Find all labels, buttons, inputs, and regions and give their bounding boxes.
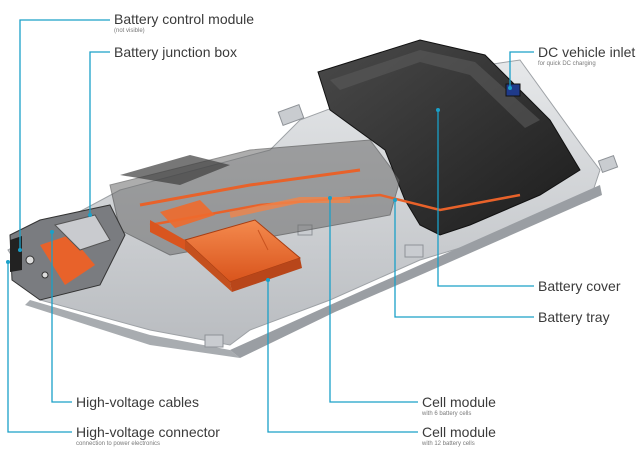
leader-cell-module-12	[267, 280, 418, 433]
label-battery-control-module: Battery control module (not visible)	[114, 11, 254, 35]
label-cell-module-6: Cell module with 6 battery cells	[422, 394, 496, 418]
label-high-voltage-connector: High-voltage connector connection to pow…	[76, 424, 220, 448]
leader-end-dot	[50, 230, 54, 234]
cell-modules	[150, 200, 302, 292]
label-note: connection to power electronics	[76, 441, 161, 447]
label-title: Battery control module	[114, 11, 255, 27]
leader-end-dot	[508, 86, 512, 90]
front-junction-assembly	[9, 204, 126, 301]
leader-end-dot	[436, 108, 440, 112]
label-title: Battery junction box	[114, 44, 237, 60]
leader-battery-cover	[437, 110, 534, 287]
label-note: (not visible)	[114, 28, 145, 34]
leader-cell-module-6	[329, 198, 418, 403]
leader-high-voltage-cables	[51, 232, 72, 403]
leader-end-dot	[6, 260, 10, 264]
label-note: with 6 battery cells	[422, 411, 472, 417]
label-battery-tray: Battery tray	[538, 309, 610, 325]
label-battery-junction-box: Battery junction box	[114, 44, 237, 60]
label-note: for quick DC charging	[538, 61, 596, 67]
label-battery-cover: Battery cover	[538, 278, 620, 294]
label-high-voltage-cables: High-voltage cables	[76, 394, 199, 410]
leader-lines	[6, 19, 534, 433]
leader-battery-tray	[394, 200, 534, 318]
leader-end-dot	[18, 248, 22, 252]
label-title: Battery cover	[538, 278, 621, 294]
internal-wiring	[139, 168, 521, 227]
label-note: with 12 battery cells	[422, 441, 475, 447]
leader-end-dot	[266, 278, 270, 282]
leader-end-dot	[88, 213, 92, 217]
label-title: High-voltage cables	[76, 394, 199, 410]
leader-battery-junction-box	[89, 51, 110, 215]
leader-end-dot	[393, 198, 397, 202]
leader-end-dot	[328, 196, 332, 200]
leader-high-voltage-connector	[7, 262, 72, 433]
tunnel-cover-shape	[109, 139, 401, 256]
label-title: Battery tray	[538, 309, 610, 325]
leader-dc-vehicle-inlet	[509, 51, 534, 88]
label-title: Cell module	[422, 394, 496, 410]
label-dc-vehicle-inlet: DC vehicle inlet for quick DC charging	[538, 44, 635, 68]
label-title: High-voltage connector	[76, 424, 220, 440]
label-title: DC vehicle inlet	[538, 44, 636, 60]
label-cell-module-12: Cell module with 12 battery cells	[422, 424, 496, 448]
leader-battery-control-module	[19, 19, 110, 250]
dc-inlet-shape	[505, 83, 521, 97]
label-title: Cell module	[422, 424, 496, 440]
